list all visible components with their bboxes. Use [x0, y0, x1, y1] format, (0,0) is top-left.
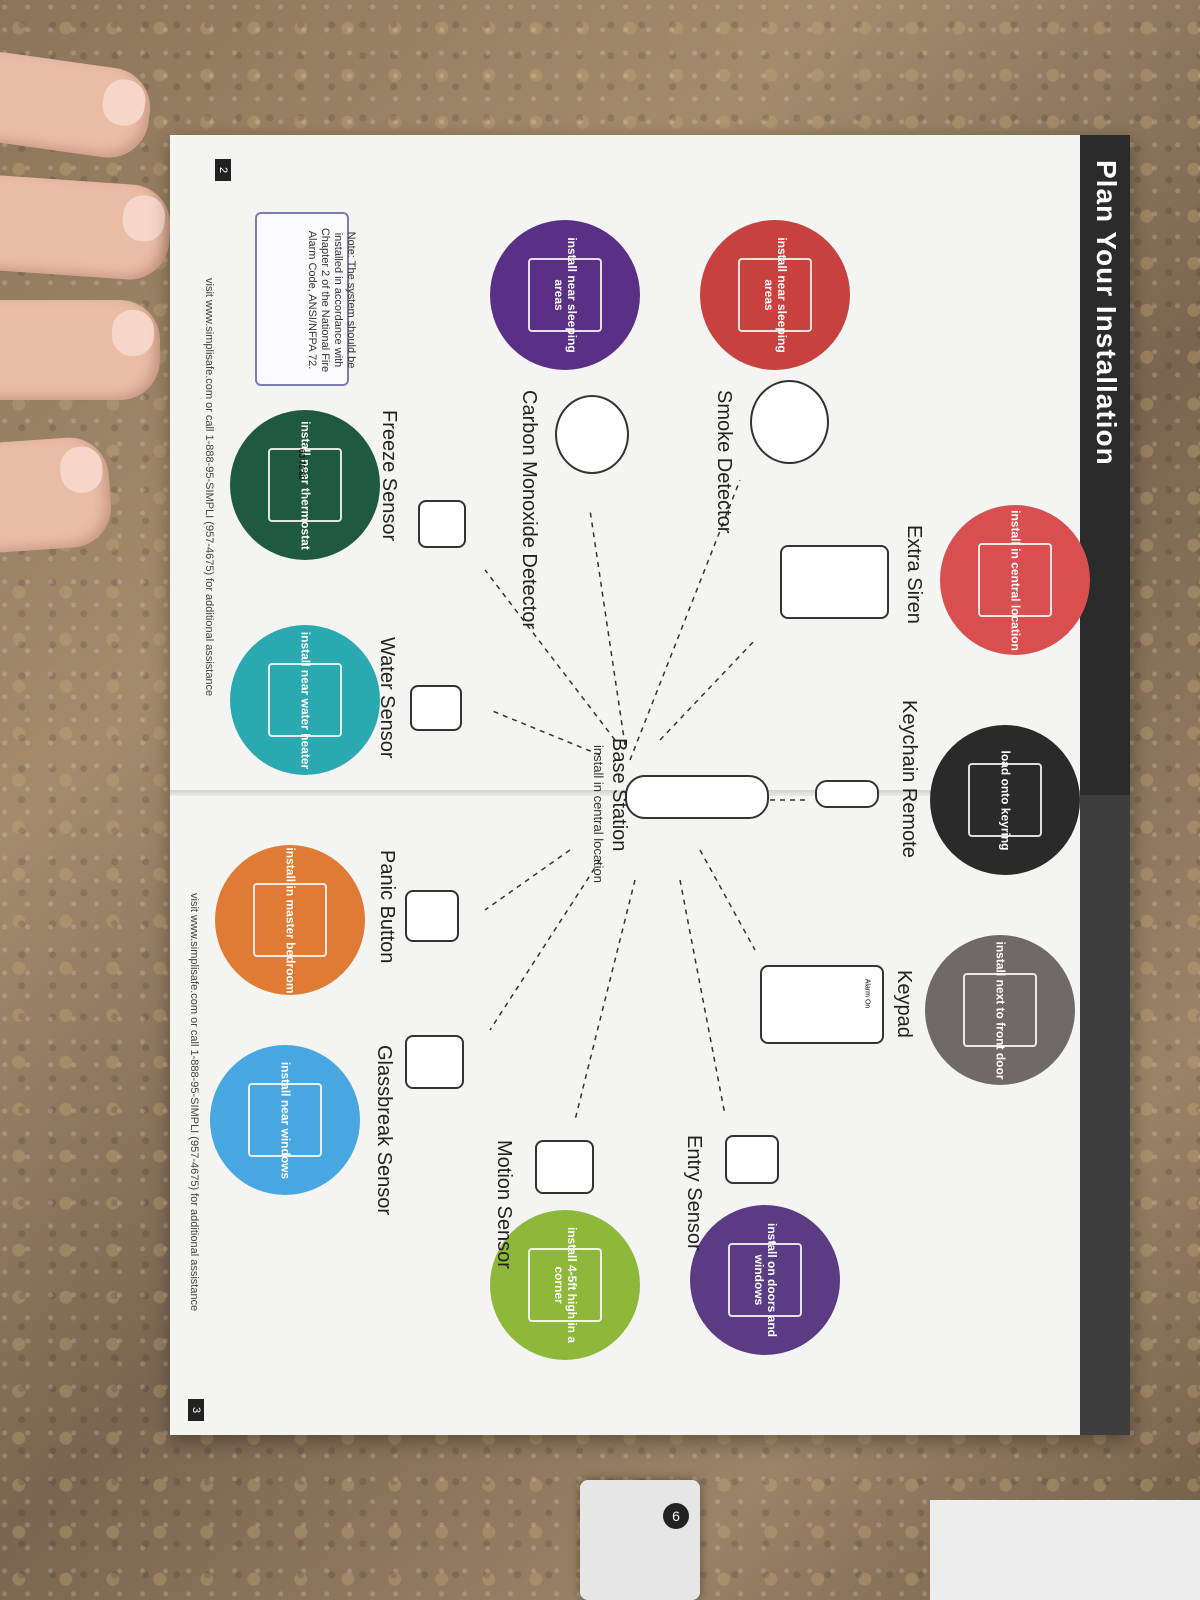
device-label-water: Water Sensor — [376, 637, 398, 759]
entry-sensor-icon — [725, 1135, 779, 1184]
footer-left: visit www.simplisafe.com or call 1-888-9… — [203, 278, 215, 697]
tip-text: load onto keyring — [998, 749, 1013, 850]
finger — [0, 300, 160, 400]
water-sensor-icon — [410, 685, 462, 731]
line-glassbreak — [489, 859, 601, 1031]
tip-circle-glassbreak: install near windows — [210, 1045, 360, 1195]
co-detector-icon — [555, 395, 629, 474]
freeze-sensor-icon — [418, 500, 466, 548]
box-badge: 6 — [663, 1503, 689, 1529]
tip-circle-motion: install 4-5ft high in a corner — [490, 1210, 640, 1360]
tip-circle-keypad: install next to front door — [925, 935, 1075, 1085]
device-label-co: Carbon Monoxide Detector — [518, 390, 540, 630]
tip-text: install in central location — [1008, 509, 1023, 651]
tip-text: install next to front door — [993, 941, 1008, 1079]
doors-windows-icon — [728, 1243, 802, 1317]
base-station-label: Base Station — [608, 738, 630, 852]
header-bar-left-page — [1080, 135, 1130, 795]
note-box: Note: The system should be installed in … — [255, 212, 357, 386]
keypad-icon — [760, 965, 884, 1044]
device-label-siren: Extra Siren — [903, 525, 925, 624]
door-icon — [963, 973, 1037, 1047]
floorplan-icon — [528, 258, 602, 332]
tip-circle-entry: install on doors and windows — [690, 1205, 840, 1355]
floorplan-icon — [738, 258, 812, 332]
tip-circle-smoke: install near sleeping areas — [700, 220, 850, 370]
corner-icon — [528, 1248, 602, 1322]
smoke-detector-icon — [750, 380, 829, 464]
device-label-keypad: Keypad — [893, 970, 915, 1038]
window-icon — [248, 1083, 322, 1157]
device-label-smoke: Smoke Detector — [713, 390, 735, 534]
tip-circle-siren: install in central location — [940, 505, 1090, 655]
keypad-screen: Alarm On — [863, 978, 871, 1009]
package-box-right — [930, 1500, 1200, 1600]
tip-circle-panic: install in master bedroom — [215, 845, 365, 995]
bedroom-icon — [253, 883, 327, 957]
device-label-freeze: Freeze Sensor — [378, 410, 400, 542]
device-label-motion: Motion Sensor — [493, 1140, 515, 1269]
line-siren — [659, 639, 756, 741]
extra-siren-icon — [780, 545, 889, 619]
thermostat-scale: 60 70 80 — [297, 448, 307, 481]
device-label-keychain: Keychain Remote — [898, 700, 920, 858]
line-co — [589, 509, 626, 746]
glassbreak-sensor-icon — [405, 1035, 464, 1089]
line-keypad — [699, 849, 756, 951]
footer-right: visit www.simplisafe.com or call 1-888-9… — [188, 893, 200, 1312]
line-motion — [574, 879, 636, 1121]
tip-text: install near sleeping areas — [552, 237, 579, 353]
tip-text: install near water heater — [298, 631, 313, 769]
tip-text: install in master bedroom — [283, 846, 298, 994]
tip-circle-water: install near water heater — [230, 625, 380, 775]
keys-icon — [968, 763, 1042, 837]
tip-text: install near thermostat — [298, 420, 313, 550]
line-entry — [679, 879, 726, 1116]
hand — [0, 47, 190, 556]
tip-text: install near sleeping areas — [762, 237, 789, 353]
line-panic — [484, 849, 571, 911]
motion-sensor-icon — [535, 1140, 594, 1194]
device-label-glassbreak: Glassbreak Sensor — [373, 1045, 395, 1216]
tip-text: install on doors and windows — [752, 1222, 779, 1337]
tip-text: install 4-5ft high in a corner — [552, 1226, 579, 1343]
tip-text: install near windows — [278, 1061, 293, 1179]
base-station-device — [625, 775, 769, 819]
panic-button-icon — [405, 890, 459, 942]
keychain-remote-icon — [815, 780, 879, 808]
package-box — [580, 1480, 700, 1600]
tip-circle-freeze: install near thermostat — [230, 410, 380, 560]
tip-circle-keychain: load onto keyring — [930, 725, 1080, 875]
line-smoke — [629, 479, 741, 761]
page-title: Plan Your Installation — [1091, 160, 1122, 466]
base-station-hint: install in central location — [591, 745, 606, 884]
water-heater-icon — [268, 663, 342, 737]
line-freeze — [484, 569, 616, 741]
device-label-panic: Panic Button — [376, 850, 398, 964]
house-icon — [978, 543, 1052, 617]
line-water — [489, 709, 601, 756]
fingernail — [112, 310, 154, 356]
device-label-entry: Entry Sensor — [683, 1135, 705, 1251]
thermostat-icon — [268, 448, 342, 522]
tip-circle-co: install near sleeping areas — [490, 220, 640, 370]
